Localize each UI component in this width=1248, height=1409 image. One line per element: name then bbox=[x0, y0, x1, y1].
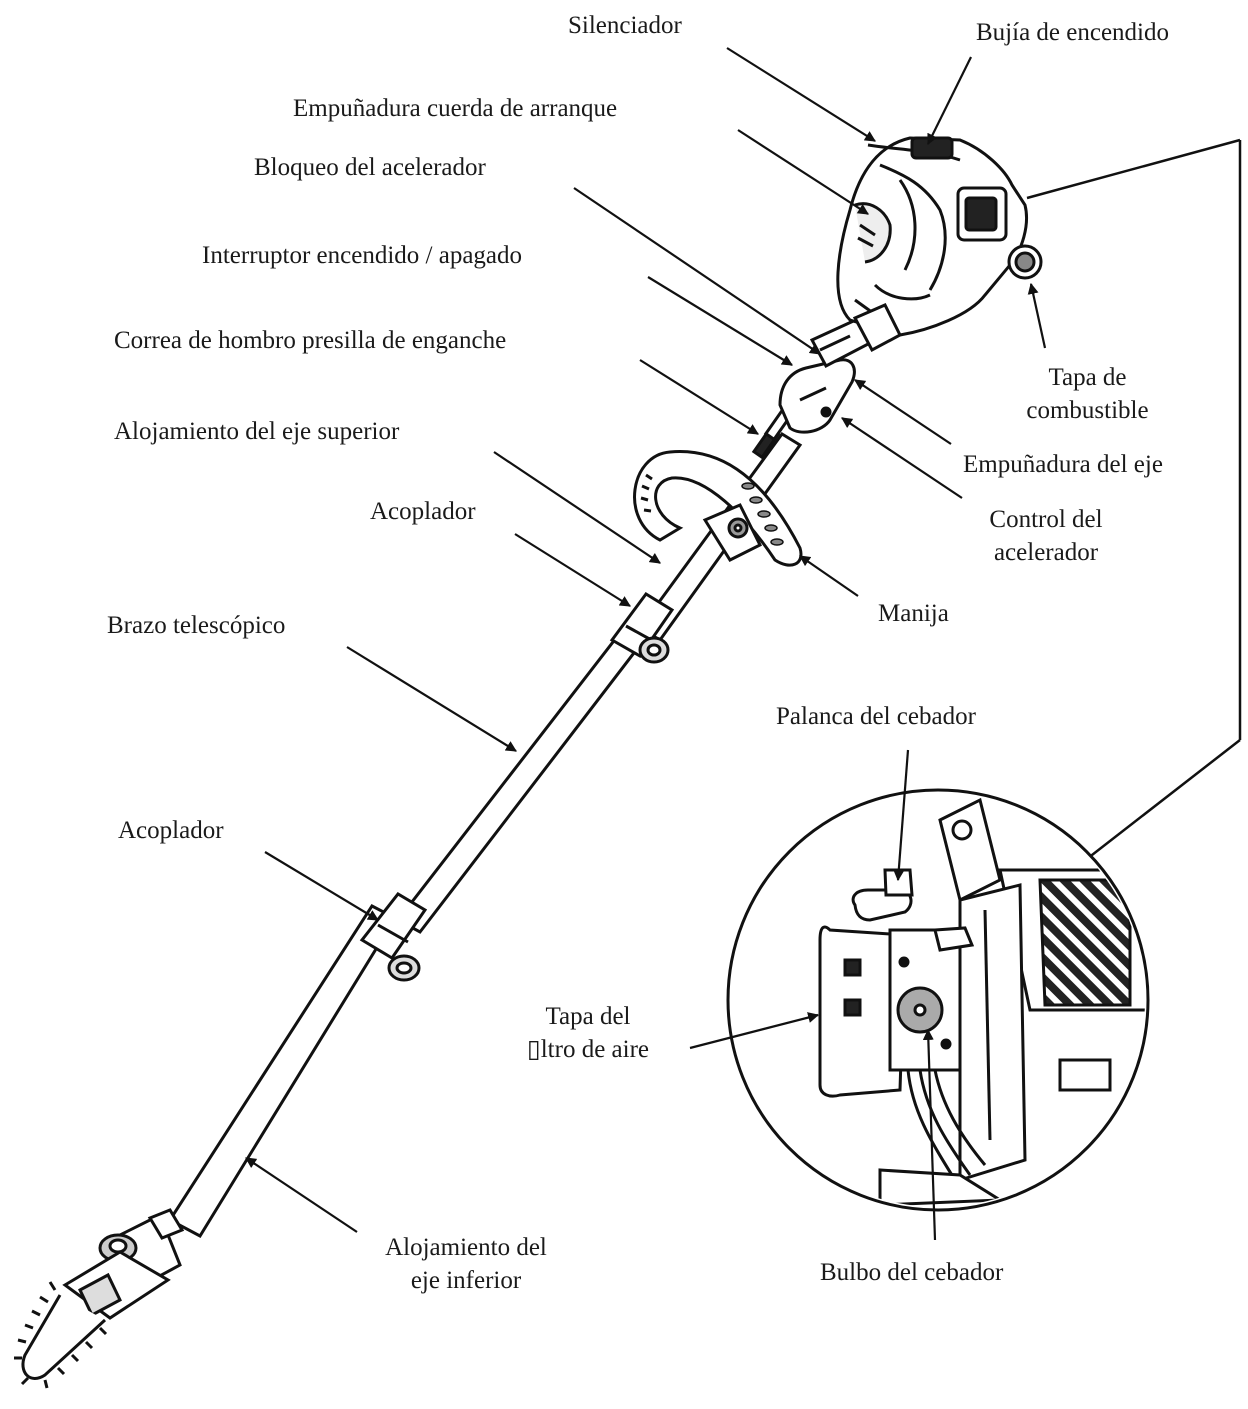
label-tapa-combustible-line1: Tapa de bbox=[1048, 364, 1127, 391]
label-palanca-cebador: Palanca del cebador bbox=[776, 703, 976, 730]
label-filtro-line2: ▯ltro de aire bbox=[526, 1035, 650, 1063]
arrow-bloqueo bbox=[573, 187, 821, 355]
upper-shaft-rings bbox=[751, 408, 793, 460]
label-alojamiento-inferior-line1: Alojamiento del bbox=[385, 1234, 547, 1261]
label-bulbo-cebador: Bulbo del cebador bbox=[820, 1259, 1004, 1286]
label-brazo: Brazo telescópico bbox=[107, 612, 286, 639]
label-empunadura-eje: Empuñadura del eje bbox=[963, 451, 1163, 478]
arrow-correa bbox=[639, 359, 759, 435]
label-tapa-combustible-line2: combustible bbox=[1026, 396, 1149, 424]
arrow-bujia bbox=[927, 56, 972, 145]
label-manija: Manija bbox=[878, 600, 949, 627]
label-bujia: Bujía de encendido bbox=[976, 19, 1169, 46]
label-bloqueo-acelerador: Bloqueo del acelerador bbox=[254, 154, 486, 181]
label-filtro-aire: Tapa del ▯ltro de aire bbox=[500, 1001, 676, 1066]
lower-coupler bbox=[359, 892, 428, 982]
arrow-empunadura-eje bbox=[854, 379, 952, 445]
label-control-line2: acelerador bbox=[993, 538, 1099, 566]
telescopic-shaft bbox=[167, 432, 803, 1238]
label-correa: Correa de hombro presilla de enganche bbox=[114, 327, 507, 354]
label-alojamiento-superior: Alojamiento del eje superior bbox=[114, 418, 400, 445]
engine-assembly bbox=[836, 136, 1043, 353]
label-control-acelerador: Control del acelerador bbox=[963, 504, 1129, 569]
label-tapa-combustible: Tapa de combustible bbox=[1005, 362, 1170, 427]
arrow-alojamiento-inferior bbox=[245, 1157, 358, 1233]
label-silenciador: Silenciador bbox=[568, 12, 682, 39]
handle-loop bbox=[633, 450, 803, 567]
throttle-grip bbox=[778, 316, 875, 434]
arrow-acoplador-2 bbox=[264, 851, 379, 921]
arrow-palanca bbox=[893, 749, 910, 882]
arrow-bulbo bbox=[922, 1028, 937, 1241]
carburetor-inset bbox=[726, 138, 1242, 1212]
label-empunadura-cuerda: Empuñadura cuerda de arranque bbox=[293, 95, 618, 122]
arrow-brazo bbox=[346, 646, 517, 752]
arrow-acoplador-1 bbox=[514, 533, 631, 607]
arrow-empunadura-cuerda bbox=[737, 129, 869, 215]
label-acoplador-1: Acoplador bbox=[370, 498, 476, 525]
label-interruptor: Interruptor encendido / apagado bbox=[202, 242, 523, 269]
arrow-manija bbox=[799, 555, 859, 597]
label-filtro-line1: Tapa del bbox=[545, 1003, 631, 1030]
arrow-filtro bbox=[689, 1012, 820, 1050]
label-alojamiento-inferior: Alojamiento del eje inferior bbox=[362, 1232, 570, 1297]
label-acoplador-2: Acoplador bbox=[118, 817, 224, 844]
arrow-control bbox=[841, 417, 963, 499]
label-control-line1: Control del bbox=[989, 506, 1103, 533]
upper-coupler bbox=[609, 592, 675, 664]
label-alojamiento-inferior-line2: eje inferior bbox=[410, 1266, 522, 1294]
arrow-silenciador bbox=[726, 47, 876, 142]
leader-arrows bbox=[245, 47, 1047, 1241]
arrow-interruptor bbox=[647, 276, 793, 366]
cutting-head bbox=[14, 1208, 185, 1389]
arrow-tapa-combustible bbox=[1027, 282, 1047, 349]
arrow-alojamiento-superior bbox=[493, 451, 661, 564]
